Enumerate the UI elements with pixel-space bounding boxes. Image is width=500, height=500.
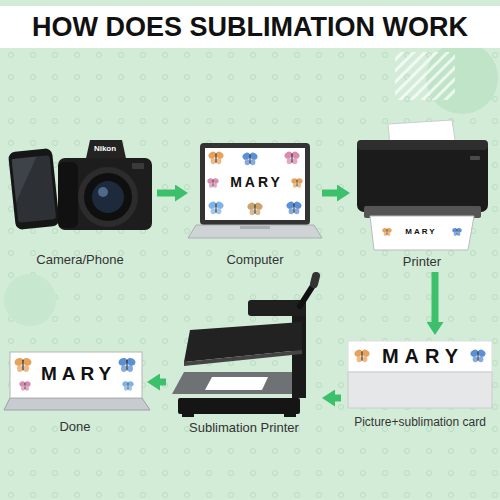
- picture-sheet: [348, 341, 492, 372]
- flow-arrow: [335, 395, 341, 402]
- laptop-bezel: [200, 143, 310, 225]
- camera-glint: [98, 187, 108, 197]
- title-bar: [0, 6, 500, 48]
- decor-circle: [4, 274, 56, 326]
- butterfly: [117, 357, 136, 372]
- step-label: Computer: [190, 252, 320, 268]
- name-plate: [10, 352, 142, 398]
- flow-arrow: [322, 190, 337, 197]
- printer-icon: [357, 120, 488, 250]
- computer-step: MARY Computer: [188, 135, 322, 272]
- brand-mark: Nikon: [85, 144, 125, 154]
- butterfly: [283, 150, 300, 164]
- camera-grip: [58, 162, 78, 228]
- butterfly: [122, 380, 135, 390]
- butterfly: [469, 348, 486, 362]
- camera-phone-step: NikonCamera/Phone: [3, 135, 157, 272]
- step-label: Done: [5, 419, 145, 435]
- heat-press-icon: [172, 276, 316, 417]
- butterfly: [285, 200, 302, 214]
- laptop-notch: [240, 226, 270, 229]
- butterfly: [19, 380, 32, 390]
- flow-arrow: [157, 190, 175, 197]
- press-foot: [182, 413, 194, 417]
- phone-icon: [8, 148, 60, 230]
- camera-glass: [92, 181, 124, 213]
- camera-lens-ring: [84, 173, 132, 221]
- step-label: Picture+sublimation card: [343, 415, 497, 429]
- press-step: Sublimation Printer: [166, 278, 322, 447]
- card-icon: [348, 341, 492, 408]
- step-label: Sublimation Printer: [168, 420, 320, 436]
- plate-stand: [4, 398, 150, 410]
- title-heading: HOW DOES SUBLIMATION WORK: [32, 6, 468, 48]
- sublimation-card: [348, 372, 492, 408]
- phone-sheen: [12, 157, 41, 202]
- butterfly: [291, 177, 304, 187]
- printer-lid: [357, 140, 488, 150]
- platen-edge: [184, 350, 302, 366]
- press-base: [178, 398, 300, 414]
- screen-name: MARY: [205, 174, 305, 191]
- butterfly: [207, 200, 224, 214]
- laptop-icon: [188, 143, 322, 238]
- phone-screen: [12, 155, 56, 223]
- done-step: MARY Done: [3, 345, 147, 437]
- camera-body: [58, 158, 152, 230]
- laptop-base: [188, 225, 322, 238]
- card-step: MARY Picture+sublimation card: [341, 335, 499, 435]
- butterfly: [353, 348, 370, 362]
- butterfly: [452, 227, 463, 236]
- name-plate-icon: [4, 352, 150, 410]
- laptop-screen: [205, 148, 305, 220]
- butterfly: [382, 227, 393, 236]
- output-paper: [370, 216, 474, 250]
- handle-grip: [314, 276, 316, 284]
- phone-body: [8, 148, 60, 230]
- press-arm: [248, 300, 306, 316]
- print-name: MARY: [372, 227, 468, 237]
- flow-arrow: [160, 379, 166, 386]
- butterfly: [207, 150, 224, 164]
- decor-stripes: [395, 52, 455, 100]
- lower-platen: [172, 372, 303, 394]
- butterfly: [207, 177, 220, 187]
- press-card: [205, 377, 268, 390]
- step-label: Printer: [352, 254, 492, 270]
- step-label: Camera/Phone: [5, 252, 155, 268]
- butterfly: [241, 151, 258, 165]
- plate-name: MARY: [10, 363, 142, 386]
- printer-body: [357, 140, 488, 212]
- printer-step: MARY Printer: [350, 118, 494, 272]
- camera-icon: [58, 140, 152, 230]
- card-name: MARY: [348, 344, 492, 368]
- printer-button: [470, 156, 480, 160]
- butterfly: [13, 357, 32, 372]
- butterfly: [246, 201, 263, 215]
- camera-lens: [78, 167, 138, 227]
- press-foot: [284, 413, 296, 417]
- flow-arrow: [432, 272, 439, 322]
- camera-button: [132, 163, 144, 169]
